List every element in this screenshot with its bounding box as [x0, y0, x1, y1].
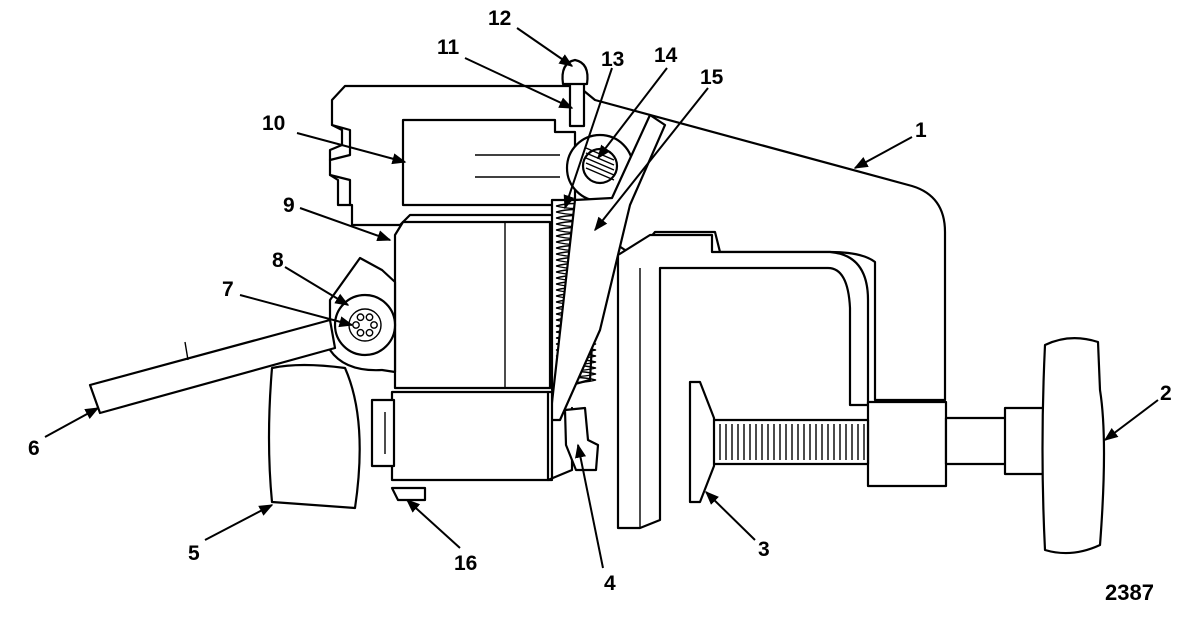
callout-14: 14 [654, 44, 678, 67]
adjustment-knob [267, 363, 361, 510]
screw-boss [866, 400, 948, 488]
callouts: 1 2 3 4 5 6 7 8 9 10 11 12 13 14 15 16 [28, 7, 1172, 595]
callout-7: 7 [222, 278, 234, 301]
callout-10: 10 [262, 112, 285, 135]
tilt-lock-block [401, 118, 577, 207]
clamp-frame [616, 233, 870, 530]
callout-1: 1 [915, 119, 927, 142]
callout-2: 2 [1160, 382, 1172, 405]
callout-5: 5 [188, 542, 200, 565]
callout-16: 16 [454, 552, 477, 575]
anchor-bracket [563, 406, 600, 472]
callout-11: 11 [437, 36, 460, 59]
leader-lines [44, 27, 1159, 569]
pivot-bracket [328, 256, 397, 374]
tilt-link [548, 113, 667, 422]
figure-number: 2387 [1105, 580, 1154, 605]
callout-3: 3 [758, 538, 770, 561]
callout-13: 13 [601, 48, 624, 71]
retaining-pin [390, 486, 427, 502]
callout-9: 9 [283, 194, 295, 217]
tilt-handle [88, 318, 337, 415]
clamp-handle [1041, 337, 1106, 555]
callout-8: 8 [272, 249, 284, 272]
clamp-pad [688, 380, 716, 504]
callout-4: 4 [604, 572, 616, 595]
callout-6: 6 [28, 437, 40, 460]
callout-12: 12 [488, 7, 511, 30]
shock-block [393, 220, 552, 390]
lower-housing [370, 390, 574, 482]
callout-15: 15 [700, 66, 724, 89]
